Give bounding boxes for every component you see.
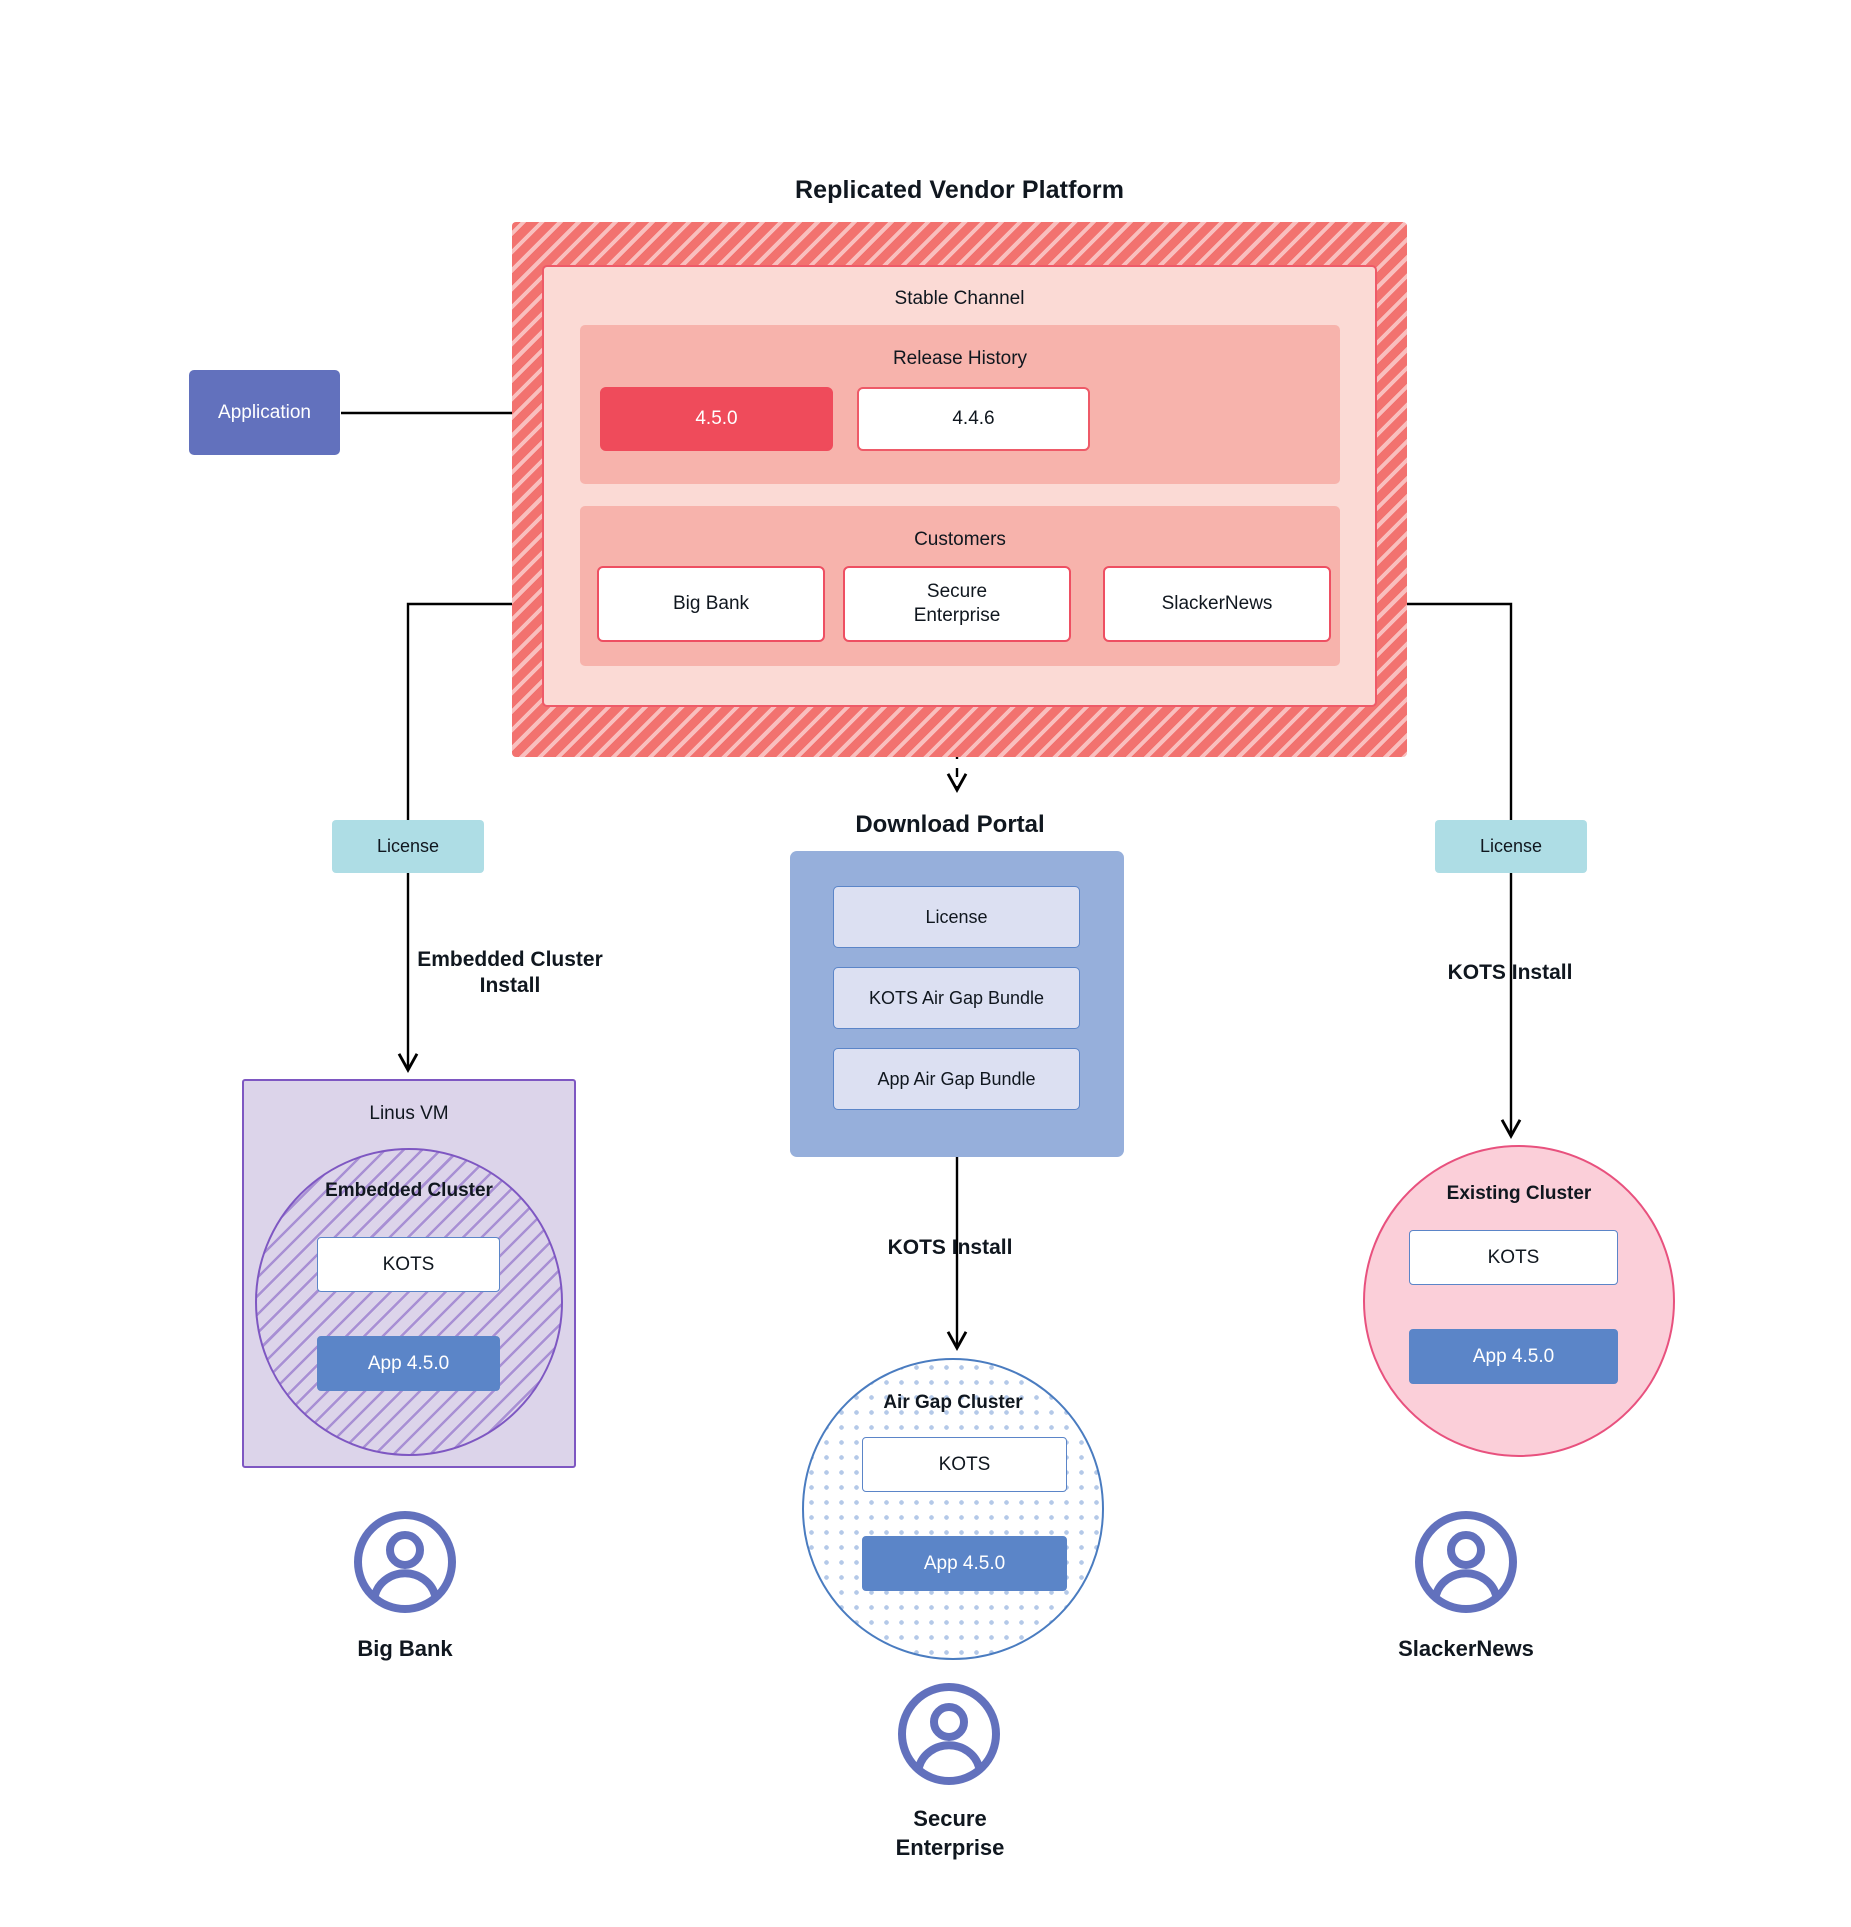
- kots-node-left[interactable]: KOTS: [317, 1237, 500, 1292]
- portal-item-app-air-gap-bundle[interactable]: App Air Gap Bundle: [833, 1048, 1080, 1110]
- app-node-right[interactable]: App 4.5.0: [1409, 1329, 1618, 1384]
- download-portal-title: Download Portal: [855, 811, 1045, 838]
- avatar-secure-enterprise: [898, 1683, 1000, 1785]
- air-gap-cluster-label: Air Gap Cluster: [883, 1392, 1023, 1413]
- avatar-slackernews: [1415, 1511, 1517, 1613]
- customer-big-bank[interactable]: Big Bank: [597, 566, 825, 642]
- portal-item-license[interactable]: License: [833, 886, 1080, 948]
- release-item-4-5-0[interactable]: 4.5.0: [600, 387, 833, 451]
- app-node-center[interactable]: App 4.5.0: [862, 1536, 1067, 1591]
- persona-label-big-bank: Big Bank: [357, 1636, 453, 1661]
- air-gap-cluster-circle: [802, 1358, 1104, 1660]
- license-chip-right[interactable]: License: [1435, 820, 1587, 873]
- app-node-left[interactable]: App 4.5.0: [317, 1336, 500, 1391]
- customers-label: Customers: [914, 529, 1006, 550]
- kots-node-right[interactable]: KOTS: [1409, 1230, 1618, 1285]
- embedded-cluster-circle: [255, 1148, 563, 1456]
- release-item-4-4-6[interactable]: 4.4.6: [857, 387, 1090, 451]
- embedded-cluster-label: Embedded Cluster: [325, 1180, 493, 1201]
- application-node[interactable]: Application: [189, 370, 340, 455]
- page-title: Replicated Vendor Platform: [794, 176, 1125, 204]
- existing-cluster-circle: [1363, 1145, 1675, 1457]
- existing-cluster-label: Existing Cluster: [1446, 1183, 1592, 1204]
- caption-kots-install-right: KOTS Install: [1447, 961, 1573, 984]
- linux-vm-label: Linus VM: [369, 1103, 449, 1124]
- caption-kots-install-center: KOTS Install: [887, 1236, 1013, 1259]
- license-chip-left[interactable]: License: [332, 820, 484, 873]
- kots-node-center[interactable]: KOTS: [862, 1437, 1067, 1492]
- release-history-label: Release History: [892, 348, 1028, 369]
- customer-slackernews[interactable]: SlackerNews: [1103, 566, 1331, 642]
- avatar-big-bank: [354, 1511, 456, 1613]
- stable-channel-label: Stable Channel: [894, 288, 1025, 309]
- persona-label-slackernews: SlackerNews: [1398, 1636, 1534, 1661]
- portal-item-kots-air-gap-bundle[interactable]: KOTS Air Gap Bundle: [833, 967, 1080, 1029]
